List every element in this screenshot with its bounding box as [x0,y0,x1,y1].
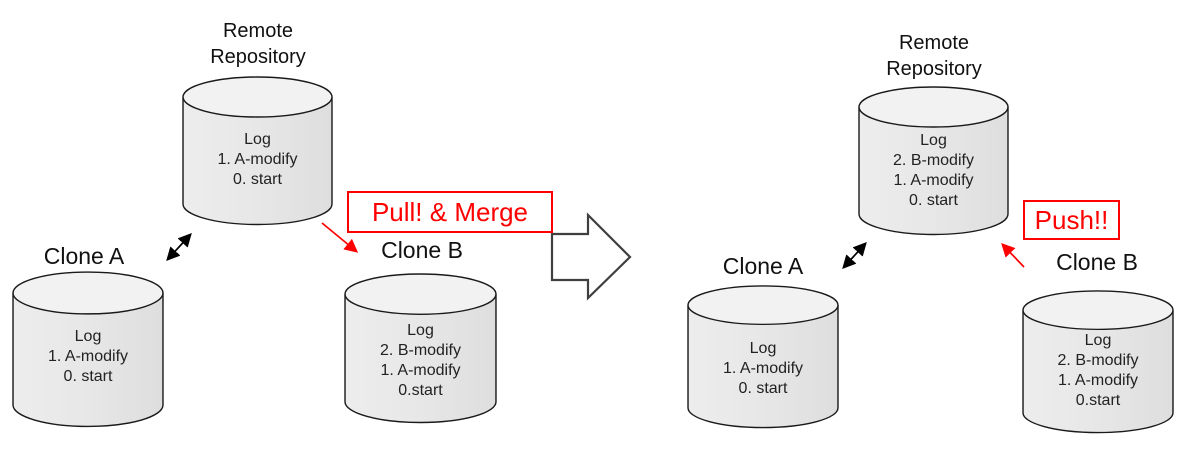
database-cylinder-icon [344,273,497,424]
log-line: Log [920,132,947,149]
database-cylinder-icon [182,76,333,226]
database-cylinder-icon [12,271,164,428]
log-line: 1. A-modify [217,151,298,168]
log-line: Log [244,131,271,148]
database-cylinder-icon [858,86,1009,236]
log-line: 0.start [398,382,443,399]
log-line: 2. B-modify [1057,352,1139,369]
repo-log: Log 1. A-modify 0. start [182,130,333,190]
remote-repo-title: Remote Repository [886,32,982,80]
log-line: Log [74,328,102,345]
database-cylinder-icon [687,285,839,429]
repo-log: Log 1. A-modify 0. start [687,339,839,399]
log-line: Log [1084,332,1112,349]
transition-arrow-icon [550,212,632,301]
log-line: Log [749,340,777,357]
log-line: Log [407,322,434,339]
pull-arrow-icon [321,222,359,253]
log-line: 1. A-modify [1057,372,1139,389]
remote-repo-before: Log 1. A-modify 0. start [182,76,333,226]
log-line: 0.start [1075,392,1121,409]
clone-b-label: Clone B [1056,249,1138,275]
clone-a-label: Clone A [43,243,125,269]
log-line: 1. A-modify [47,348,129,365]
clone-b-label: Clone B [381,237,463,263]
clone-a-repo-before: Log 1. A-modify 0. start [12,271,164,428]
clone-a-label: Clone A [722,253,804,279]
sync-arrow-icon [842,241,867,270]
log-line: 1. A-modify [722,360,804,377]
push-arrow-icon [1001,243,1025,268]
sync-arrow-icon [166,232,192,262]
log-line: 0. start [738,380,788,397]
clone-a-repo-after: Log 1. A-modify 0. start [687,285,839,429]
pull-merge-badge: Pull! & Merge [347,191,553,233]
remote-repo-title: Remote Repository [210,20,306,68]
push-badge: Push!! [1023,200,1120,240]
database-cylinder-icon [1022,290,1174,434]
log-line: 2. B-modify [893,152,974,169]
log-line: 1. A-modify [380,362,461,379]
remote-repo-after: Log 2. B-modify 1. A-modify 0. start [858,86,1009,236]
repo-log: Log 2. B-modify 1. A-modify 0.start [1022,331,1174,411]
log-line: 0. start [909,192,958,209]
clone-b-repo-after: Log 2. B-modify 1. A-modify 0.start [1022,290,1174,434]
log-line: 0. start [63,368,113,385]
log-line: 2. B-modify [380,342,461,359]
log-line: 0. start [233,171,282,188]
push-label: Push!! [1034,205,1109,235]
repo-log: Log 1. A-modify 0. start [12,327,164,387]
clone-b-repo-before: Log 2. B-modify 1. A-modify 0.start [344,273,497,424]
repo-log: Log 2. B-modify 1. A-modify 0.start [344,321,497,401]
repo-log: Log 2. B-modify 1. A-modify 0. start [858,131,1009,211]
log-line: 1. A-modify [893,172,974,189]
pull-merge-label: Pull! & Merge [371,197,529,227]
